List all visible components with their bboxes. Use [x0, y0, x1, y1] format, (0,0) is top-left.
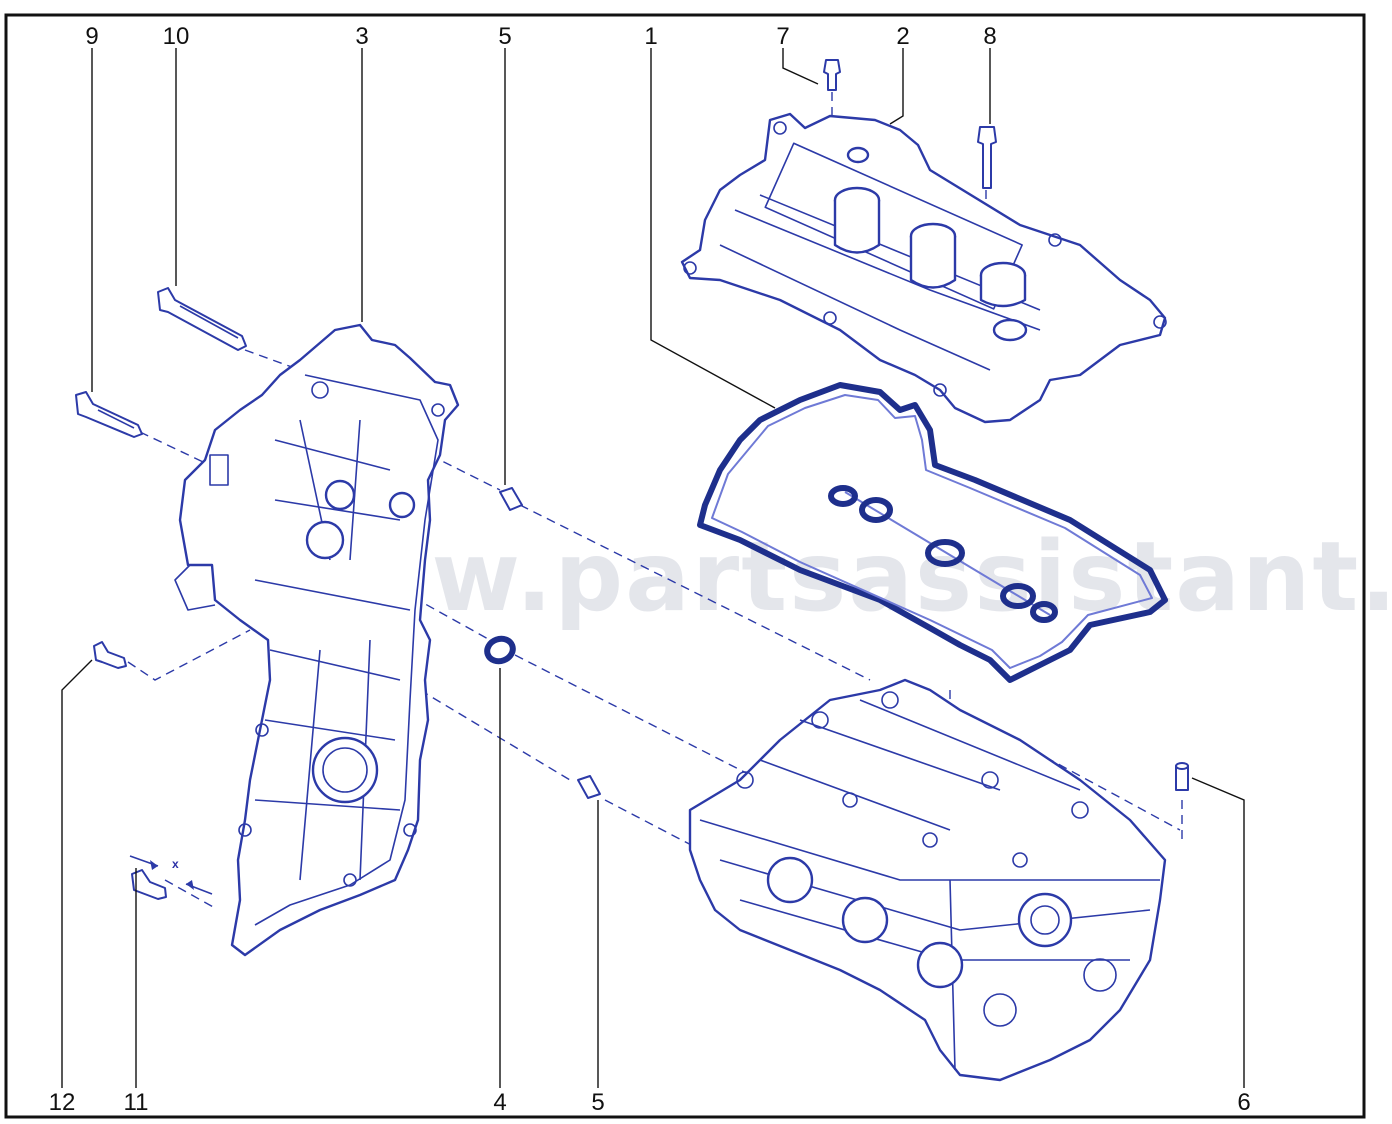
dowel-5-lower [577, 775, 601, 799]
callout-7: 7 [776, 23, 789, 50]
dowel-5-upper [499, 487, 523, 511]
callout-10: 10 [163, 23, 190, 50]
callout-2: 2 [896, 23, 909, 50]
timing-chain-cover [174, 323, 460, 957]
callout-9: 9 [85, 23, 98, 50]
bolt-9 [75, 391, 143, 438]
callout-12: 12 [49, 1089, 76, 1116]
callout-labels: 9 10 3 5 1 7 2 8 12 11 4 5 6 [49, 23, 1251, 1116]
seal-ring-4 [484, 635, 516, 665]
leader-lines [61, 48, 1245, 1088]
callout-6: 6 [1237, 1089, 1250, 1116]
bolt-12 [93, 641, 127, 669]
diagram-border [4, 13, 1366, 1119]
callout-11: 11 [124, 1089, 149, 1116]
bolt-7 [823, 59, 841, 91]
bolt-10 [157, 287, 247, 351]
bolt-11 [131, 869, 167, 900]
valve-cover-gasket [697, 382, 1168, 683]
bolt-8 [977, 126, 997, 189]
svg-text:x: x [172, 857, 179, 871]
callout-1: 1 [644, 23, 657, 50]
callout-5-top: 5 [498, 23, 511, 50]
spark-plug-seals [828, 485, 1058, 623]
callout-5-bottom: 5 [591, 1089, 604, 1116]
dowel-6 [1175, 762, 1189, 791]
dimension-marker: x [129, 855, 213, 895]
callout-3: 3 [355, 23, 368, 50]
callout-8: 8 [983, 23, 996, 50]
valve-cover [680, 112, 1167, 424]
cylinder-head [688, 678, 1167, 1082]
callout-4: 4 [493, 1089, 506, 1116]
